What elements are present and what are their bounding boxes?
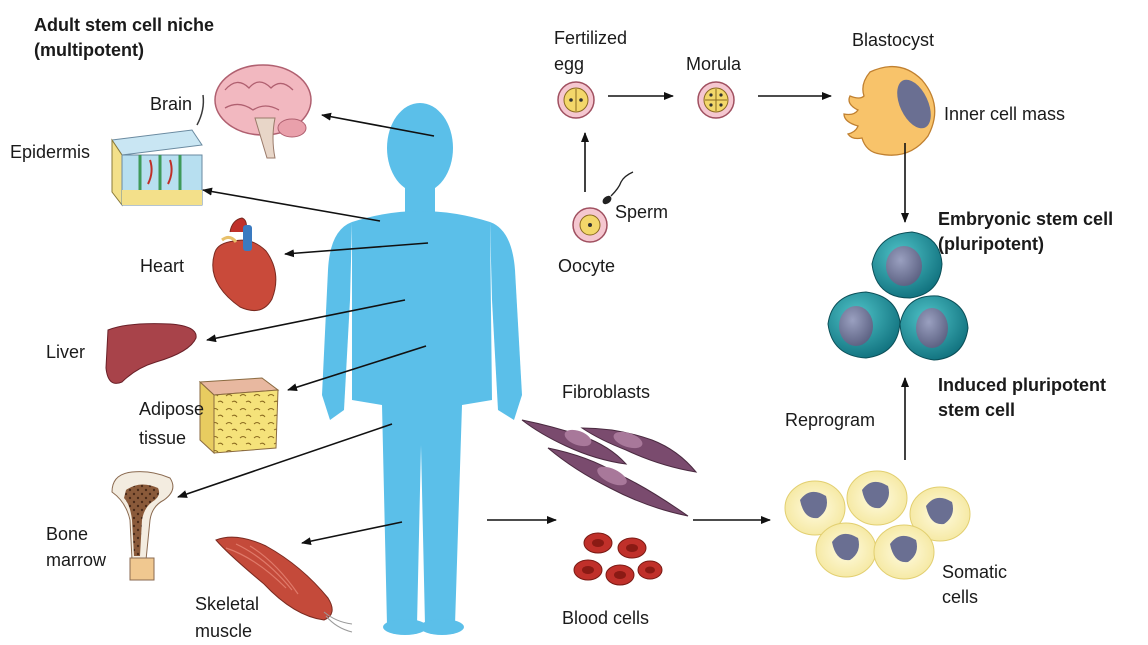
label-blood-cells: Blood cells: [562, 608, 649, 628]
label-bone-marrow-1: Bone: [46, 524, 88, 544]
label-epidermis: Epidermis: [10, 142, 90, 162]
label-esc-2: (pluripotent): [938, 234, 1044, 254]
label-fibroblasts: Fibroblasts: [562, 382, 650, 402]
label-esc-1: Embryonic stem cell: [938, 209, 1113, 229]
label-inner-cell-mass: Inner cell mass: [944, 104, 1065, 124]
heart-icon: [213, 218, 276, 311]
label-fertilized-egg-1: Fertilized: [554, 28, 627, 48]
sperm-icon: [601, 172, 633, 206]
label-skeletal-muscle-1: Skeletal: [195, 594, 259, 614]
liver-icon: [106, 324, 196, 384]
blastocyst-icon: [844, 67, 938, 156]
blood-cells-icon: [574, 533, 662, 585]
morula-icon: [698, 82, 734, 118]
label-somatic-2: cells: [942, 587, 978, 607]
label-adipose-1: Adipose: [139, 399, 204, 419]
label-heart: Heart: [140, 256, 184, 276]
adipose-tissue-icon: [200, 378, 278, 453]
label-reprogram: Reprogram: [785, 410, 875, 430]
label-skeletal-muscle-2: muscle: [195, 621, 252, 641]
label-oocyte: Oocyte: [558, 256, 615, 276]
label-ipsc-2: stem cell: [938, 400, 1015, 420]
skeletal-muscle-icon: [216, 537, 352, 632]
bone-marrow-icon: [112, 472, 173, 580]
label-liver: Liver: [46, 342, 85, 362]
label-brain: Brain: [150, 94, 192, 114]
label-blastocyst: Blastocyst: [852, 30, 934, 50]
label-somatic-1: Somatic: [942, 562, 1007, 582]
title-line-2: (multipotent): [34, 40, 144, 60]
label-fertilized-egg-2: egg: [554, 54, 584, 74]
fibroblasts-icon: [522, 420, 696, 516]
label-ipsc-1: Induced pluripotent: [938, 375, 1106, 395]
label-adipose-2: tissue: [139, 428, 186, 448]
fertilized-egg-icon: [558, 82, 594, 118]
label-morula: Morula: [686, 54, 742, 74]
label-sperm: Sperm: [615, 202, 668, 222]
brain-icon: [215, 65, 311, 158]
label-bone-marrow-2: marrow: [46, 550, 107, 570]
title-line-1: Adult stem cell niche: [34, 15, 214, 35]
oocyte-icon: [573, 208, 607, 242]
arrow-to-epidermis: [203, 190, 380, 221]
